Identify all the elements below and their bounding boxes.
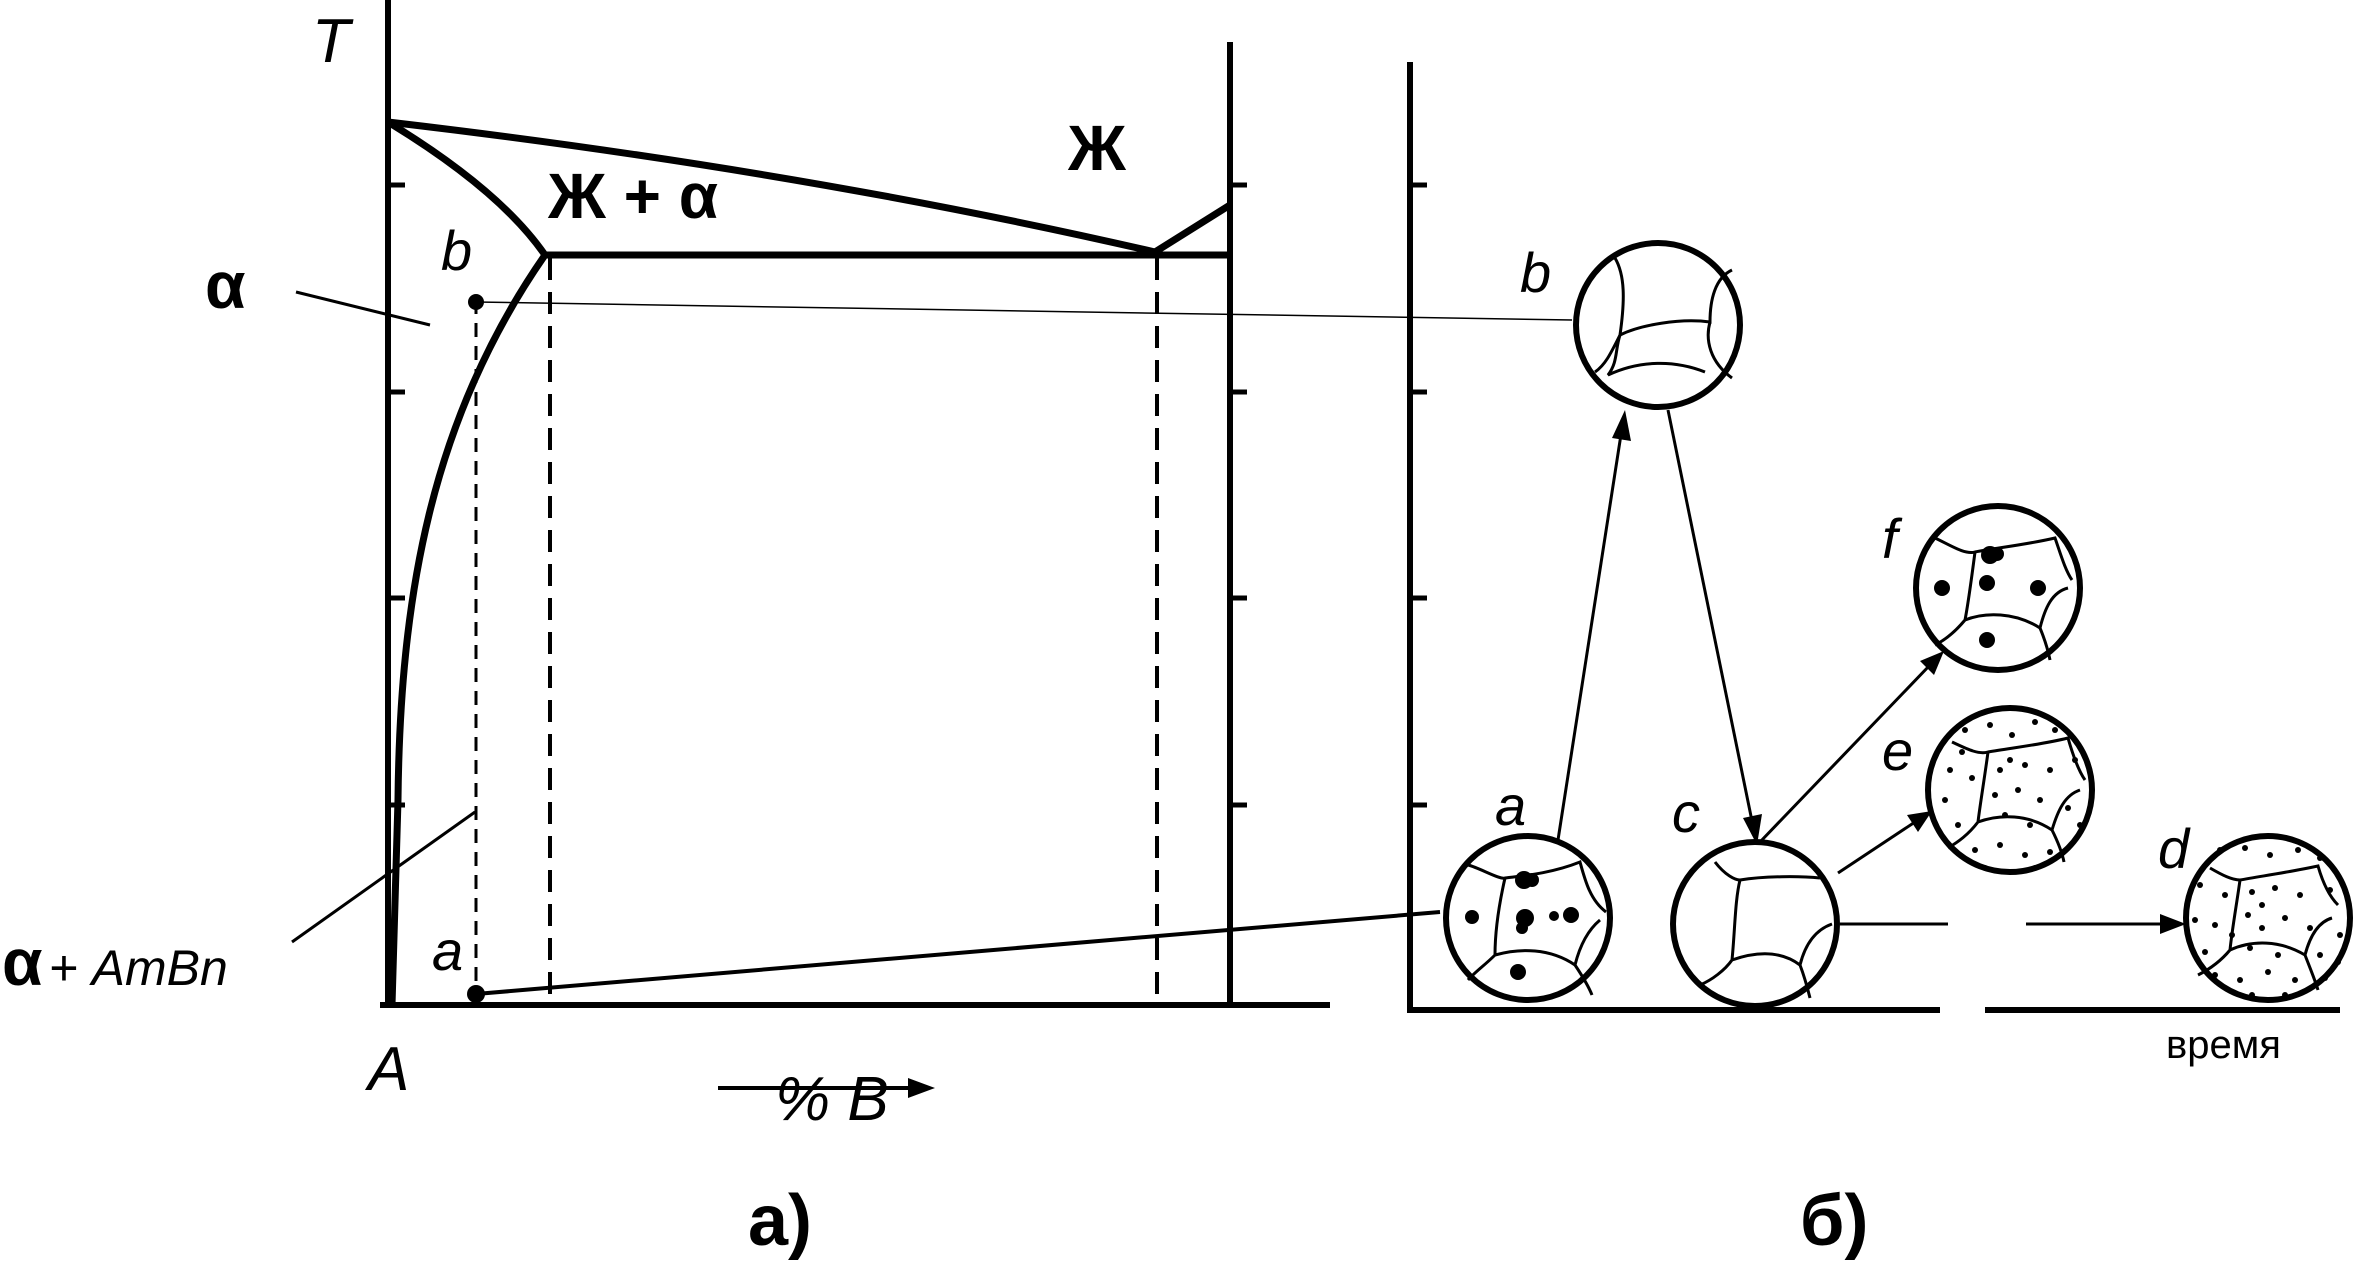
phase-liquid-alpha-label: Ж + α bbox=[547, 160, 718, 232]
state-d-label: d bbox=[2158, 817, 2191, 880]
panel-a-phase-diagram: T b a A % B Ж Ж + α α α+ AmBn а) bbox=[2, 0, 1330, 1261]
liquidus-line bbox=[387, 118, 1156, 256]
alpha-leader-line bbox=[295, 290, 431, 327]
point-b-label: b bbox=[441, 219, 472, 282]
state-a-label: a bbox=[1495, 774, 1526, 837]
phase-alpha-compound-label: α+ AmBn bbox=[2, 925, 228, 999]
panel-b-caption: б) bbox=[1800, 1181, 1868, 1261]
phase-alpha-label: α bbox=[205, 248, 246, 322]
fine-precipitates-d bbox=[2192, 845, 2343, 998]
composition-arrow-head bbox=[908, 1078, 935, 1098]
fine-precipitates-e bbox=[1942, 719, 2083, 871]
solvus-line bbox=[388, 252, 548, 1006]
microstructure-e: e bbox=[1882, 705, 2095, 875]
microstructure-a: a bbox=[1443, 774, 1613, 1003]
microstructure-d: d bbox=[2158, 817, 2353, 1003]
origin-label-A: A bbox=[364, 1035, 409, 1104]
state-b-label: b bbox=[1520, 241, 1551, 304]
panel-a-right-ticks bbox=[1230, 182, 1247, 808]
state-f-label: f bbox=[1882, 507, 1903, 570]
microstructure-c: c bbox=[1670, 781, 1840, 1009]
point-a-label: a bbox=[432, 919, 463, 982]
microstructure-f: f bbox=[1882, 503, 2083, 673]
axis-x-label-percent-B: % B bbox=[775, 1065, 889, 1134]
arrow-a-to-b bbox=[1556, 427, 1624, 841]
panel-b-microstructures: b a c bbox=[475, 62, 2353, 1261]
alpha-compound-leader-line bbox=[291, 810, 476, 944]
state-e-label: e bbox=[1882, 719, 1913, 782]
panel-a-caption: а) bbox=[748, 1181, 812, 1261]
link-line-a bbox=[475, 910, 1441, 996]
arrow-c-to-f bbox=[1758, 663, 1932, 844]
link-line-b bbox=[475, 301, 1573, 321]
transition-arrows bbox=[1556, 409, 2186, 934]
solidus-line bbox=[386, 119, 548, 257]
arrow-c-to-e bbox=[1837, 820, 1916, 875]
axis-x-label-time: время bbox=[2166, 1023, 2281, 1067]
state-c-label: c bbox=[1672, 781, 1700, 844]
phase-liquid-label: Ж bbox=[1067, 112, 1127, 184]
microstructure-b: b bbox=[1520, 240, 1743, 410]
panel-b-ticks bbox=[1410, 182, 1427, 808]
liquidus-right-segment bbox=[1153, 202, 1232, 255]
arrow-b-to-c bbox=[1666, 409, 1755, 827]
axis-y-label-T: T bbox=[312, 7, 354, 76]
